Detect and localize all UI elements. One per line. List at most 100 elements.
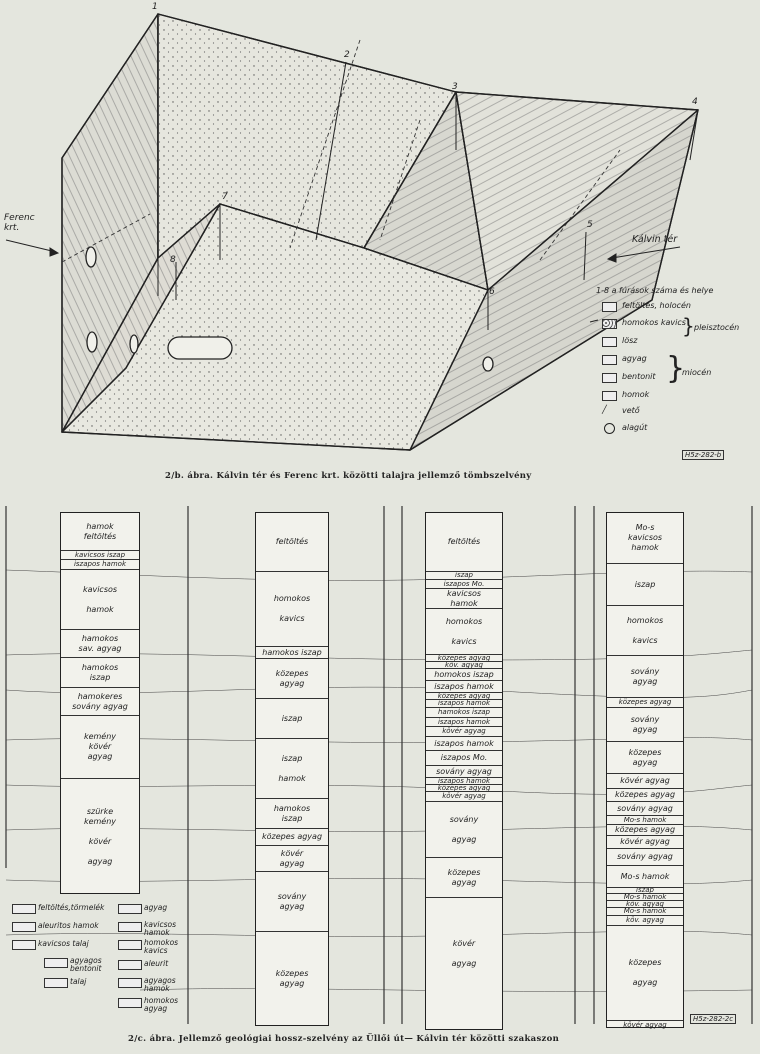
legend2-swatch-aleuritos-hamok xyxy=(12,922,36,932)
legend2-swatch-agyag xyxy=(118,904,142,914)
section-frame xyxy=(5,506,753,1024)
tunnel-outlines xyxy=(85,246,494,372)
stratum-layer: közepes agyag xyxy=(607,741,683,773)
legend-swatch-losz xyxy=(602,337,617,347)
legend2-label-feltoltes-tormelek: feltöltés,törmelék xyxy=(38,903,105,912)
stratum-layer: homokos iszap xyxy=(426,668,502,680)
stratum-layer: Mo-s kavicsos hamok xyxy=(627,523,663,552)
legend-label-feltoltes: feltöltés, holocén xyxy=(622,301,691,310)
borehole-number-8: 8 xyxy=(170,255,176,265)
stratum-layer: sovány agyag xyxy=(607,655,683,697)
stratum-layer: kavicsos hamok xyxy=(426,588,502,608)
borehole-number-1: 1 xyxy=(152,2,158,12)
stratum-layer: Mo-s hamok xyxy=(607,815,683,824)
stratum-layer: közepes agyag xyxy=(256,828,328,845)
stratum-layer: kövér agyag xyxy=(426,726,502,736)
legend2-label-agyagos-hamok: agyagos hamok xyxy=(144,976,176,993)
legend-label-veto: vető xyxy=(622,406,640,415)
stratum-layer: iszapos hamok xyxy=(426,736,502,750)
block-faces xyxy=(61,13,699,451)
stratum-layer: iszap hamok xyxy=(256,738,328,798)
legend2-label-agyagos-bentonit: agyagos bentonit xyxy=(70,956,102,973)
stratum-layer: hamokos iszap xyxy=(256,646,328,658)
legend2-label-homokos-agyag: homokos agyag xyxy=(144,996,179,1013)
stratum-layer: hamokos iszap xyxy=(61,657,139,687)
stratum-layer: sovány agyag xyxy=(607,801,683,815)
legend-label-alagut: alagút xyxy=(622,423,648,432)
legend2-swatch-agyagos-bentonit xyxy=(44,958,68,968)
stratum-layer: homokos kavics xyxy=(256,571,328,646)
stratum-layer: hamok feltöltés xyxy=(83,521,117,541)
legend2-swatch-homokos-kavics xyxy=(118,940,142,950)
stratum-layer: közepes agyag xyxy=(256,658,328,698)
stratum-layer: sovány agyag xyxy=(426,765,502,777)
top-caption: 2/b. ábra. Kálvin tér és Ferenc krt. köz… xyxy=(165,471,532,481)
stratum-layer: közepes agyag xyxy=(426,784,502,791)
stratum-layer: kemény kövér agyag xyxy=(61,715,139,778)
stratum-layer: hamokos iszap xyxy=(426,707,502,717)
bottom-caption: 2/c. ábra. Jellemző geológiai hossz-szel… xyxy=(128,1034,560,1044)
stratum-layer: iszap xyxy=(256,698,328,738)
stratum-layer: köv. agyag xyxy=(607,900,683,907)
legend2-label-homokos-kavics: homokos kavics xyxy=(144,938,179,955)
stratum-layer: kövér agyag xyxy=(256,845,328,871)
stratum-layer: kövér agyag xyxy=(426,791,502,801)
stratum-layer: közepes agyag xyxy=(426,692,502,699)
block-diagram xyxy=(5,13,699,451)
legend-label-losz: lösz xyxy=(622,336,638,345)
legend2-label-kavicsos-hamok: kavicsos hamok xyxy=(144,920,176,937)
stratum-layer: iszapos hamok xyxy=(426,717,502,726)
stratum-layer: feltöltés xyxy=(447,537,481,546)
stratum-layer: feltöltés xyxy=(275,537,309,546)
stratum-layer: kavicsos iszap xyxy=(61,550,139,559)
legend-label-agyag: agyag xyxy=(622,354,647,363)
stratum-layer: sovány agyag xyxy=(426,801,502,857)
legend-label-homokos-kavics: homokos kavics xyxy=(622,318,686,327)
stratum-layer: iszap xyxy=(426,571,502,579)
stratum-layer: sovány agyag xyxy=(607,848,683,865)
legend-swatch-homok xyxy=(602,391,617,401)
stratum-layer: hamokos iszap xyxy=(256,798,328,828)
stratum-layer: sovány agyag xyxy=(256,871,328,931)
legend2-swatch-kavicsos-hamok xyxy=(118,922,142,932)
stratum-layer: közepes agyag xyxy=(607,697,683,707)
stratum-layer: Mo-s hamok xyxy=(607,893,683,900)
fault-lines xyxy=(61,39,621,263)
legend-swatch-agyag xyxy=(602,355,617,365)
stratum-layer: kövér agyag xyxy=(607,835,683,848)
borehole-number-6: 6 xyxy=(489,287,495,297)
arrows xyxy=(5,239,681,323)
legend-symbol-alagut xyxy=(604,423,615,434)
borehole-number-5: 5 xyxy=(587,220,593,230)
stratum-layer: iszap xyxy=(607,563,683,605)
stratum-layer: közepes agyag xyxy=(607,925,683,1020)
stratum-layer: iszapos Mo. xyxy=(426,750,502,765)
stratum-layer: kövér agyag xyxy=(607,1020,683,1030)
stratum-layer: iszapos Mo. xyxy=(426,579,502,588)
top-stamp: H5z-282-b xyxy=(682,450,725,460)
stratum-layer: kavicsos hamok xyxy=(61,569,139,629)
stratum-layer: közepes agyag xyxy=(426,654,502,661)
borehole-number-2: 2 xyxy=(344,50,350,60)
stratum-layer: köv. agyag xyxy=(426,661,502,668)
stratum-layer: iszapos hamok xyxy=(426,680,502,692)
stratum-layer: homokos kavics xyxy=(607,605,683,655)
legend-swatch-feltoltes xyxy=(602,302,617,312)
top-legend: 1-8 a fúrások száma és helye feltöltés, … xyxy=(596,286,758,446)
stratum-layer: sovány agyag xyxy=(607,707,683,741)
legend2-label-kavicsos-talaj: kavicsos talaj xyxy=(38,939,89,948)
legend2-label-talaj: talaj xyxy=(70,977,87,986)
stratum-layer: iszapos hamok xyxy=(61,559,139,569)
stratum-layer: Mo-s hamok xyxy=(607,865,683,887)
stratum-layer: közepes agyag xyxy=(256,931,328,1026)
stratum-layer: Mo-s hamok xyxy=(607,907,683,915)
stratum-layer: kövér agyag xyxy=(426,897,502,1009)
stratum-layer: hamokeres sovány agyag xyxy=(61,687,139,715)
legend2-swatch-agyagos-hamok xyxy=(118,978,142,988)
legend2-swatch-talaj xyxy=(44,978,68,988)
stratum-layer: közepes agyag xyxy=(426,857,502,897)
legend2-label-agyag: agyag xyxy=(144,903,168,912)
